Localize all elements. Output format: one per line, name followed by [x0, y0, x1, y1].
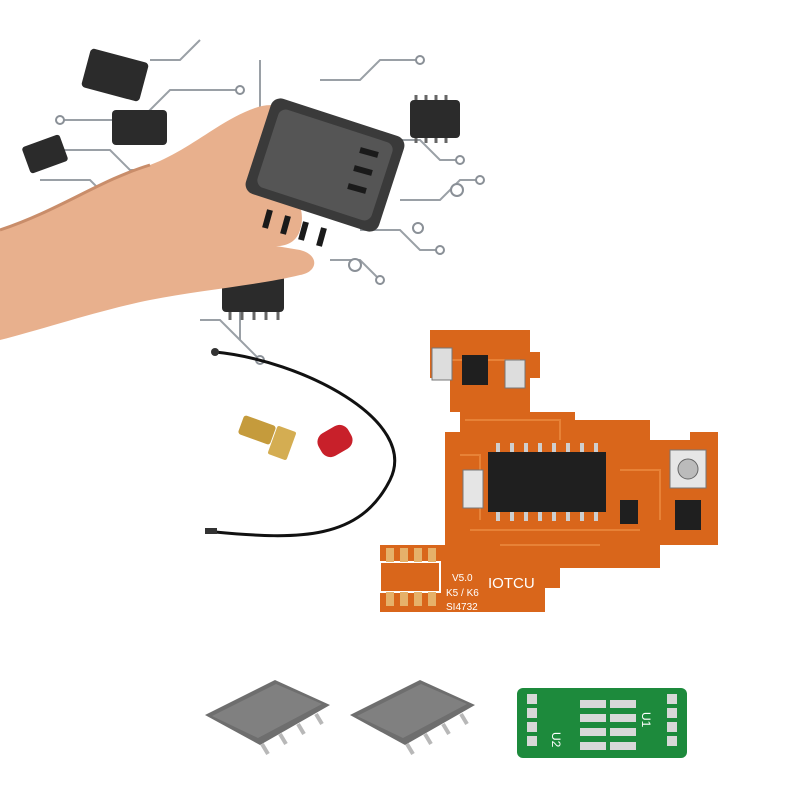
orange-pcb: V5.0 K5 / K6 SI4732 IOTCU	[379, 330, 718, 613]
green-adapter-board: U2 U1	[517, 688, 687, 758]
chip-mid-left	[112, 110, 167, 145]
main-chip	[245, 98, 405, 247]
small-board-label-left: U2	[549, 732, 563, 748]
sop8-chip-right	[350, 680, 475, 756]
chip-top-left	[81, 48, 149, 102]
antenna-cable	[205, 348, 397, 538]
hand-illustration	[0, 105, 323, 340]
pcb-brand-label: IOTCU	[488, 575, 535, 592]
red-dust-cap	[317, 424, 353, 458]
pcb-version-label: V5.0	[452, 573, 473, 584]
chip-right	[410, 95, 460, 143]
sma-connector	[238, 415, 296, 460]
pcb-chip-label: SI4732	[446, 602, 478, 613]
small-board-label-right: U1	[639, 712, 653, 728]
pcb-model-label: K5 / K6	[446, 588, 479, 599]
chip-left	[22, 134, 68, 174]
sop8-chip-left	[205, 680, 330, 756]
